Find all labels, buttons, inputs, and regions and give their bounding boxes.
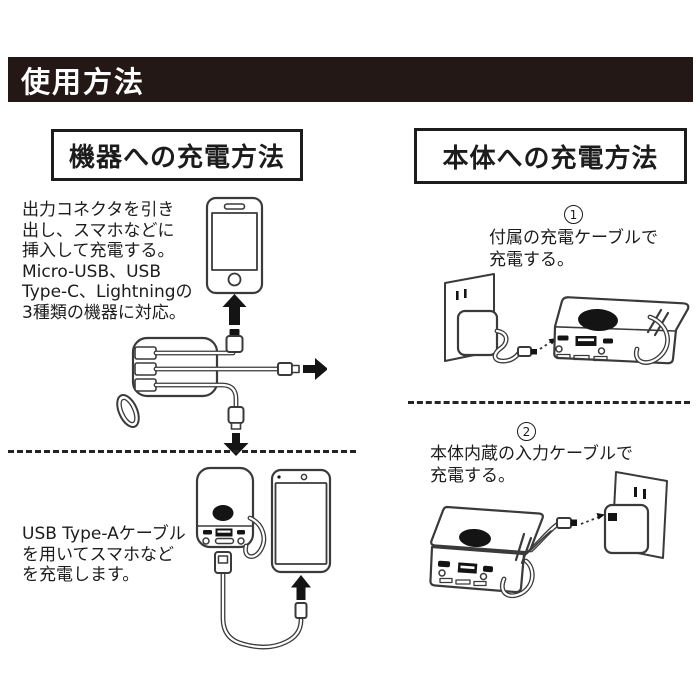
right-instruction-1: 付属の充電ケーブルで 充電する。: [489, 228, 658, 271]
instruction-line: 充電する。: [489, 249, 574, 270]
instruction-line: 出し、スマホなどに: [22, 220, 175, 241]
instruction-line: 3種類の機器に対応。: [22, 302, 186, 323]
down-arrow-icon: [223, 433, 249, 456]
output-connector-icon: [277, 362, 293, 376]
ac-adapter-icon: [456, 309, 499, 357]
step-2-number: 2: [517, 422, 536, 441]
output-connector-icon: [227, 406, 245, 424]
usb-type-a-plug-icon: [214, 551, 232, 574]
instruction-line: 本体内蔵の入力ケーブルで: [430, 444, 633, 464]
phone-screen: [274, 482, 328, 565]
strap-icon: [116, 394, 140, 428]
wireless-pad-icon: [212, 505, 234, 521]
left-instruction-2: USB Type-Aケーブル を用いてスマホなど を充電します。: [22, 524, 186, 586]
camera-lens-icon: [300, 473, 308, 481]
power-bank-icon: [429, 505, 544, 599]
dotted-arrow-icon: [580, 516, 600, 525]
up-arrow-icon: [222, 294, 247, 325]
usb-cable-icon: [220, 570, 304, 650]
device-charging-illustration: [116, 196, 327, 456]
right-section-title-box: 本体への充電方法: [414, 128, 687, 184]
left-section-title-box: 機器への充電方法: [51, 129, 303, 181]
instruction-line: Micro-USB、USB: [22, 261, 161, 282]
usage-banner: 使用方法: [8, 57, 693, 102]
smartphone-icon: [270, 468, 332, 574]
cable-connector-icon: [294, 602, 308, 619]
instruction-line: USB Type-Aケーブル: [22, 524, 186, 544]
instruction-line: 出力コネクタを引き: [22, 200, 175, 220]
usb-input-port-icon: [608, 513, 617, 521]
right-section-title: 本体への充電方法: [442, 143, 659, 174]
ac-adapter-icon: [603, 503, 650, 555]
instruction-line: Type-C、Lightningの: [22, 282, 193, 302]
usage-banner-title: 使用方法: [21, 64, 146, 99]
instruction-line: 付属の充電ケーブルで: [489, 228, 658, 248]
cable-plug-icon: [517, 346, 537, 357]
right-arrow-icon: [303, 358, 327, 380]
usb-c-port-icon: [237, 530, 245, 535]
usb-charging-illustration: [195, 466, 332, 650]
power-bank-front-icon: [195, 466, 267, 559]
smartphone-icon: [205, 196, 264, 295]
right-instruction-2: 本体内蔵の入力ケーブルで 充電する。: [430, 444, 633, 487]
instruction-line: を充電します。: [22, 565, 140, 585]
micro-usb-port-icon: [203, 530, 212, 535]
power-bank-icon: [553, 296, 690, 365]
phone-screen: [211, 212, 258, 271]
camera-dot-icon: [277, 475, 281, 479]
built-in-cable-illustration: [429, 471, 668, 599]
micro-usb-port-icon: [557, 335, 569, 341]
cable-plug-icon: [556, 517, 577, 529]
left-instruction-1: 出力コネクタを引き 出し、スマホなどに 挿入して充電する。 Micro-USB、…: [22, 200, 193, 323]
right-divider: [408, 401, 690, 404]
dotted-arrow-icon: [539, 340, 553, 350]
output-connector-icon: [225, 329, 244, 353]
instruction-line: を用いてスマホなど: [22, 544, 174, 565]
micro-usb-port-icon: [437, 560, 451, 568]
home-button-icon: [227, 272, 242, 287]
charge-by-cable-illustration: [444, 273, 690, 365]
usb-c-port-icon: [482, 565, 494, 573]
instruction-line: 充電する。: [430, 465, 515, 486]
step-1-number: 1: [564, 205, 583, 224]
instruction-line: 挿入して充電する。: [22, 241, 175, 261]
wireless-pad-icon: [578, 308, 618, 332]
strap-icon: [514, 532, 533, 565]
left-divider: [8, 450, 356, 453]
speaker-slot-icon: [223, 203, 246, 210]
wireless-pad-icon: [459, 528, 491, 548]
usb-c-port-icon: [603, 338, 613, 344]
up-arrow-icon: [291, 575, 311, 600]
left-section-title: 機器への充電方法: [68, 142, 285, 173]
